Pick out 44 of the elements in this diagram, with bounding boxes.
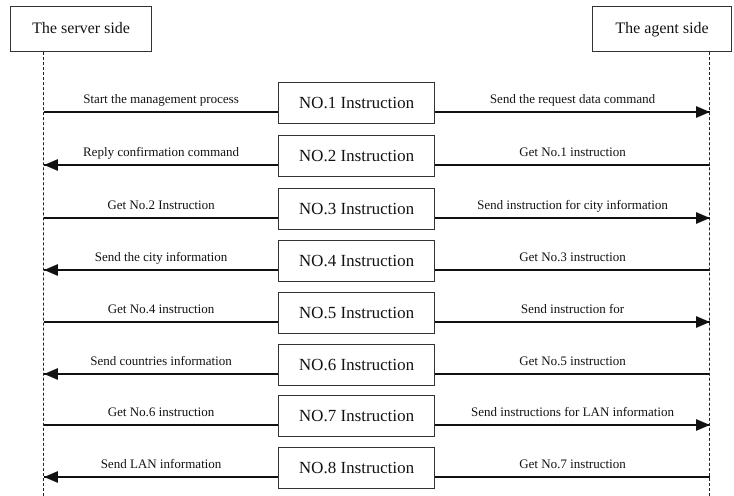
edge-label: Send LAN information bbox=[100, 456, 222, 471]
connector-line bbox=[435, 373, 710, 375]
edge-label: Get No.2 Instruction bbox=[106, 197, 216, 212]
connector-line bbox=[44, 321, 278, 323]
edge-label: Get No.4 instruction bbox=[106, 301, 216, 316]
arrow bbox=[435, 212, 710, 224]
edge-label: Get No.6 instruction bbox=[106, 404, 216, 419]
connector-line bbox=[44, 424, 278, 426]
arrow bbox=[435, 419, 710, 431]
lifeline bbox=[43, 52, 44, 496]
edge-label: Send instruction for city information bbox=[476, 197, 669, 212]
connector-line bbox=[435, 164, 710, 166]
edge-label: Get No.3 instruction bbox=[518, 249, 627, 264]
instruction-box: NO.5 Instruction bbox=[278, 292, 435, 334]
lifeline bbox=[709, 52, 710, 496]
connector-line bbox=[435, 476, 710, 478]
edge-label: Send instruction for bbox=[520, 301, 626, 316]
edge-label: Send the request data command bbox=[488, 91, 656, 106]
instruction-box: NO.2 Instruction bbox=[278, 135, 435, 177]
edge-label: Start the management process bbox=[82, 91, 240, 106]
instruction-box: NO.7 Instruction bbox=[278, 395, 435, 437]
edge-label: Get No.7 instruction bbox=[518, 456, 627, 471]
connector-line bbox=[44, 111, 278, 113]
connector-line bbox=[435, 269, 710, 271]
edge-label: Send the city information bbox=[94, 249, 228, 264]
arrow bbox=[44, 471, 278, 483]
instruction-box: NO.8 Instruction bbox=[278, 447, 435, 489]
connector-line bbox=[44, 217, 278, 219]
participant-box: The agent side bbox=[592, 6, 732, 52]
instruction-box: NO.6 Instruction bbox=[278, 344, 435, 386]
arrow bbox=[44, 264, 278, 276]
arrow bbox=[435, 106, 710, 118]
arrow bbox=[435, 316, 710, 328]
instruction-box: NO.1 Instruction bbox=[278, 82, 435, 124]
edge-label: Get No.5 instruction bbox=[518, 353, 627, 368]
edge-label: Get No.1 instruction bbox=[518, 144, 627, 159]
participant-box: The server side bbox=[10, 6, 152, 52]
edge-label: Reply confirmation command bbox=[82, 144, 240, 159]
edge-label: Send countries information bbox=[89, 353, 233, 368]
arrow bbox=[44, 159, 278, 171]
edge-label: Send instructions for LAN information bbox=[470, 404, 675, 419]
instruction-box: NO.4 Instruction bbox=[278, 240, 435, 282]
instruction-box: NO.3 Instruction bbox=[278, 188, 435, 230]
arrow bbox=[44, 368, 278, 380]
